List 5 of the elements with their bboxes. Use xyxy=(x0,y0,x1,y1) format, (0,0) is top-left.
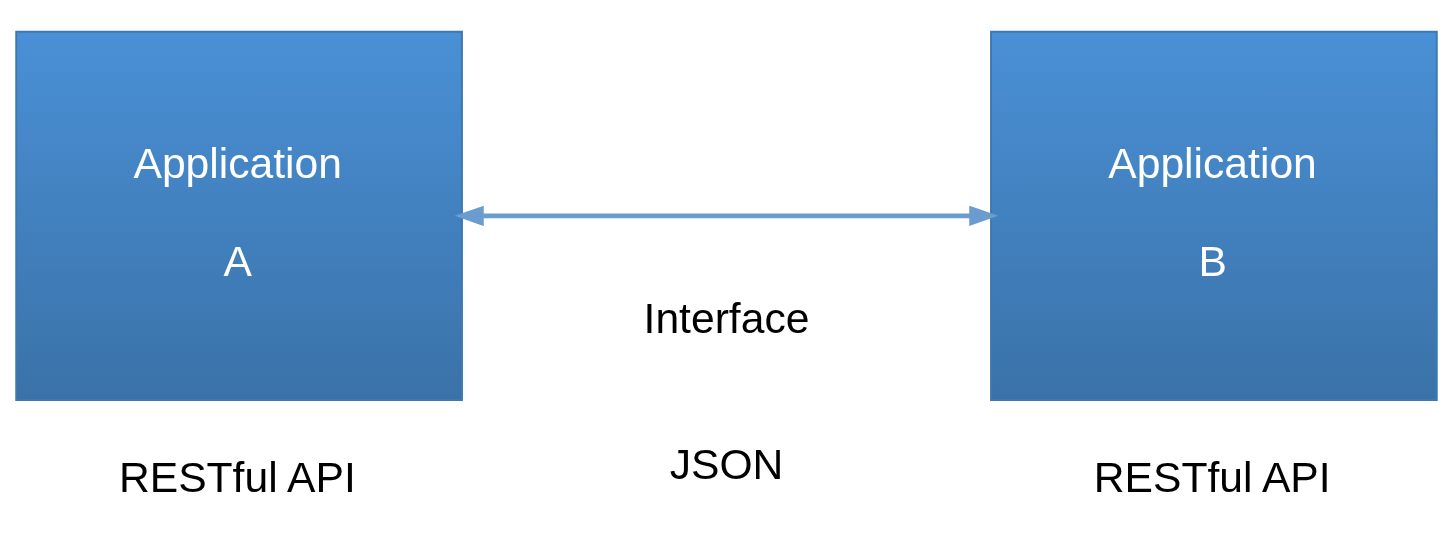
node-label: RESTful API xyxy=(118,453,356,502)
node-label: RESTful API xyxy=(1093,453,1331,502)
arrow xyxy=(454,205,999,227)
label: Interface xyxy=(643,294,810,343)
label: JSON xyxy=(669,439,784,488)
